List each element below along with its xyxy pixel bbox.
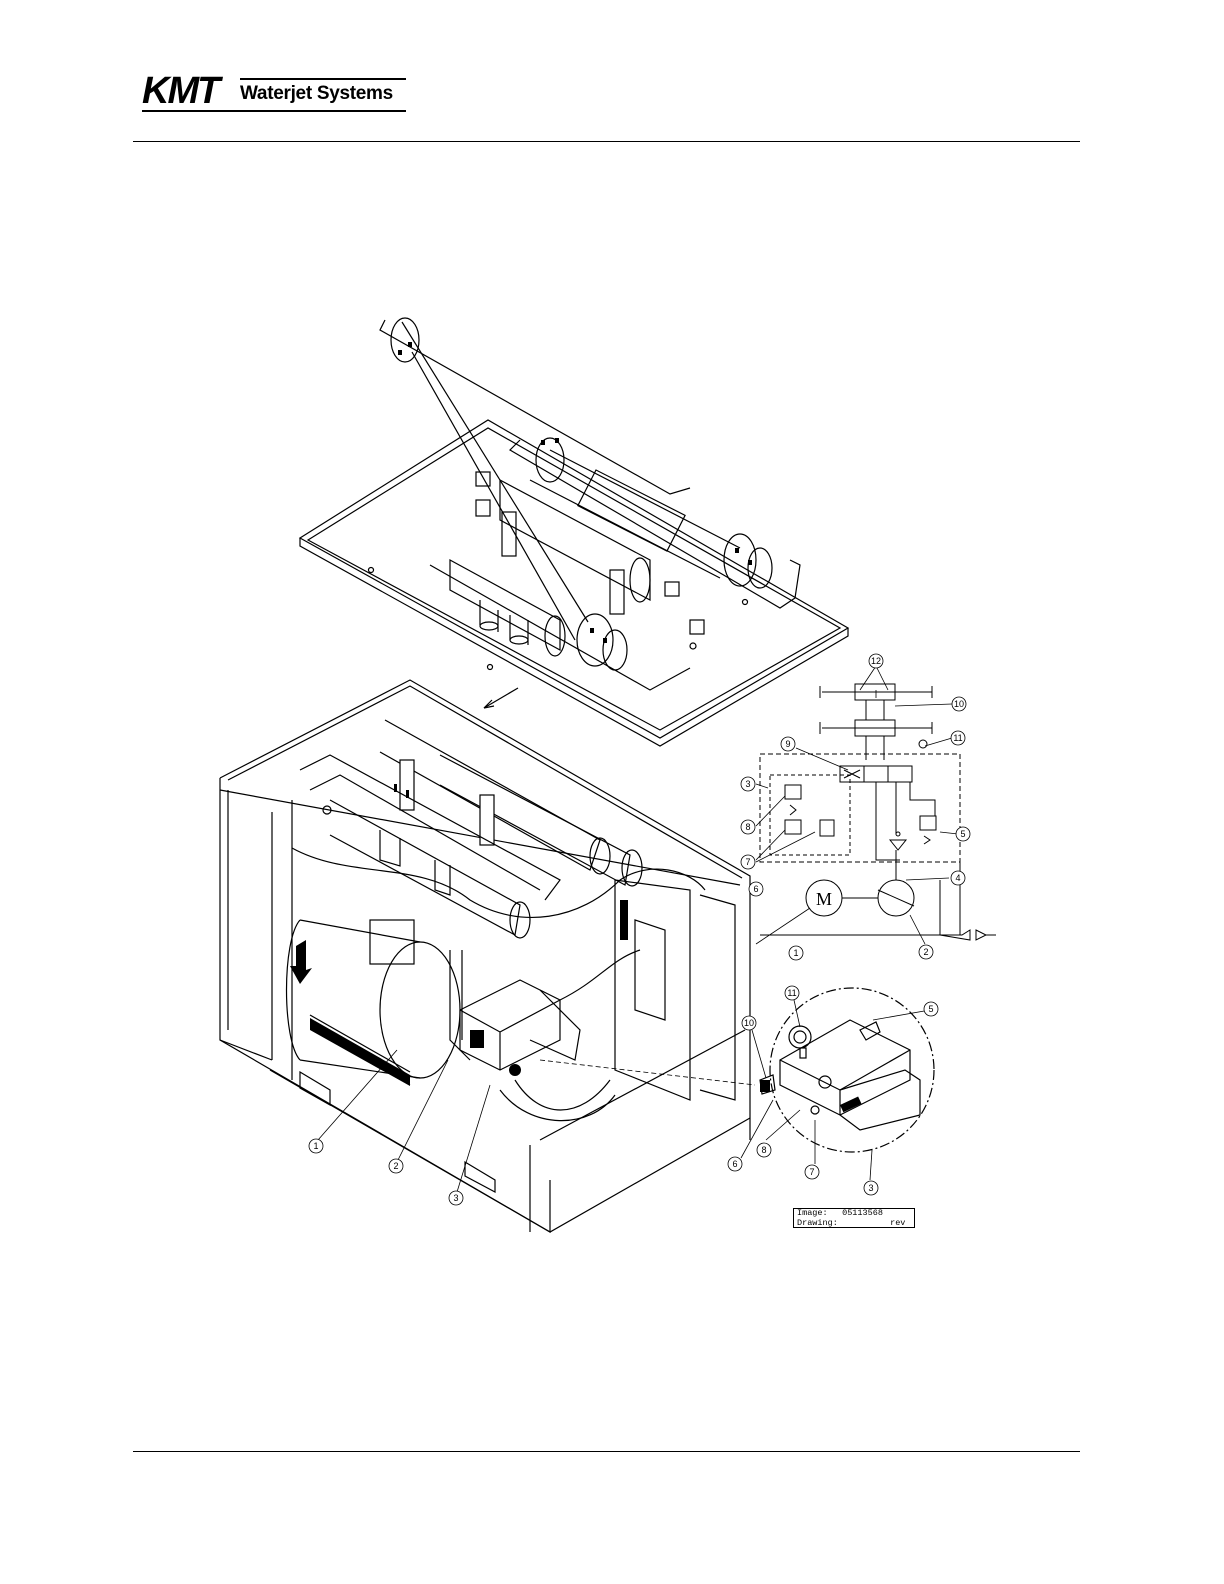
- callout-label: 3: [745, 779, 750, 789]
- callout-label: 6: [753, 884, 758, 894]
- callout-label: 2: [393, 1161, 398, 1171]
- callout-label: 5: [928, 1004, 933, 1014]
- callout-label: 10: [744, 1018, 754, 1028]
- callout-label: 7: [809, 1167, 814, 1177]
- callout-label: 11: [787, 988, 796, 998]
- top-plate-assembly: [300, 318, 848, 746]
- drawing-label: Drawing:: [797, 1219, 885, 1229]
- valve-detail-view: [760, 988, 934, 1152]
- image-number: 05113568: [842, 1209, 883, 1219]
- callout-label: 10: [954, 699, 964, 709]
- callout-label: 7: [745, 857, 750, 867]
- motor-symbol-label: M: [816, 889, 832, 909]
- callout-label: 1: [793, 948, 798, 958]
- callout-label: 9: [785, 739, 790, 749]
- callout-label: 3: [868, 1183, 873, 1193]
- callout-label: 12: [871, 656, 881, 666]
- callout-label: 4: [955, 873, 960, 883]
- hydraulic-schematic: [760, 684, 996, 940]
- callout-label: 2: [923, 947, 928, 957]
- callout-label: 3: [453, 1193, 458, 1203]
- rev-label: rev: [890, 1219, 905, 1229]
- callout-label: 8: [761, 1145, 766, 1155]
- callout-label: 1: [313, 1141, 318, 1151]
- drawing-reference-box: Image: 05113568 Drawing: rev: [793, 1208, 915, 1228]
- callout-label: 5: [960, 829, 965, 839]
- callout-label: 6: [732, 1159, 737, 1169]
- callout-label: 11: [953, 733, 962, 743]
- drawing-row: Drawing: rev: [797, 1219, 914, 1229]
- callout-label: 8: [745, 822, 750, 832]
